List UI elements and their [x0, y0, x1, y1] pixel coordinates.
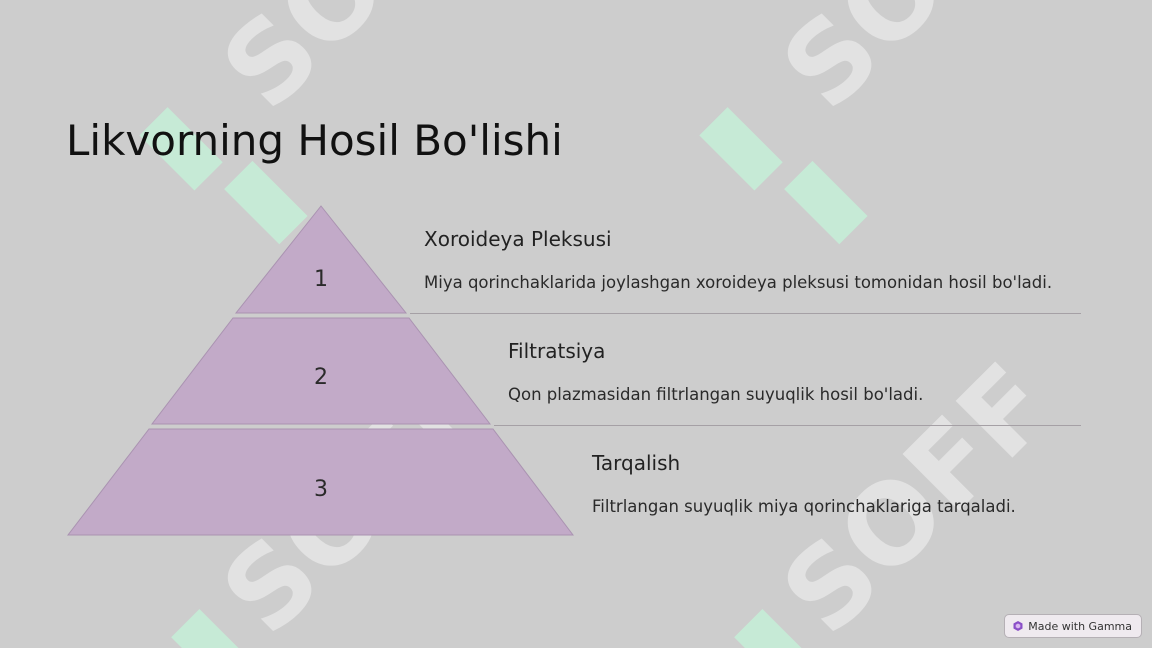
gamma-logo-icon: [1013, 621, 1023, 631]
item-heading: Xoroideya Pleksusi: [424, 227, 612, 251]
pyramid-level-1: [234, 205, 408, 314]
item-description: Miya qorinchaklarida joylashgan xoroidey…: [424, 273, 1053, 292]
pyramid-level-number: 2: [314, 365, 328, 390]
pyramid-level-number: 3: [314, 477, 328, 502]
pyramid-level-3: [66, 428, 575, 536]
made-with-gamma-badge[interactable]: Made with Gamma: [1004, 614, 1142, 638]
pyramid-item-2: Filtratsiya Qon plazmasidan filtrlangan …: [508, 339, 923, 404]
pyramid-level-number: 1: [314, 267, 328, 292]
item-description: Filtrlangan suyuqlik miya qorinchaklarig…: [592, 497, 1016, 516]
pyramid-level-2: [150, 317, 492, 425]
page-title: Likvorning Hosil Bo'lishi: [66, 116, 563, 165]
badge-label: Made with Gamma: [1028, 619, 1132, 633]
item-heading: Tarqalish: [592, 451, 681, 475]
pyramid-item-3: Tarqalish Filtrlangan suyuqlik miya qori…: [592, 451, 1016, 516]
pyramid-item-1: Xoroideya Pleksusi Miya qorinchaklarida …: [424, 227, 1052, 292]
item-description: Qon plazmasidan filtrlangan suyuqlik hos…: [508, 385, 924, 404]
divider: [410, 313, 1081, 314]
item-heading: Filtratsiya: [508, 339, 606, 363]
divider: [494, 425, 1081, 426]
